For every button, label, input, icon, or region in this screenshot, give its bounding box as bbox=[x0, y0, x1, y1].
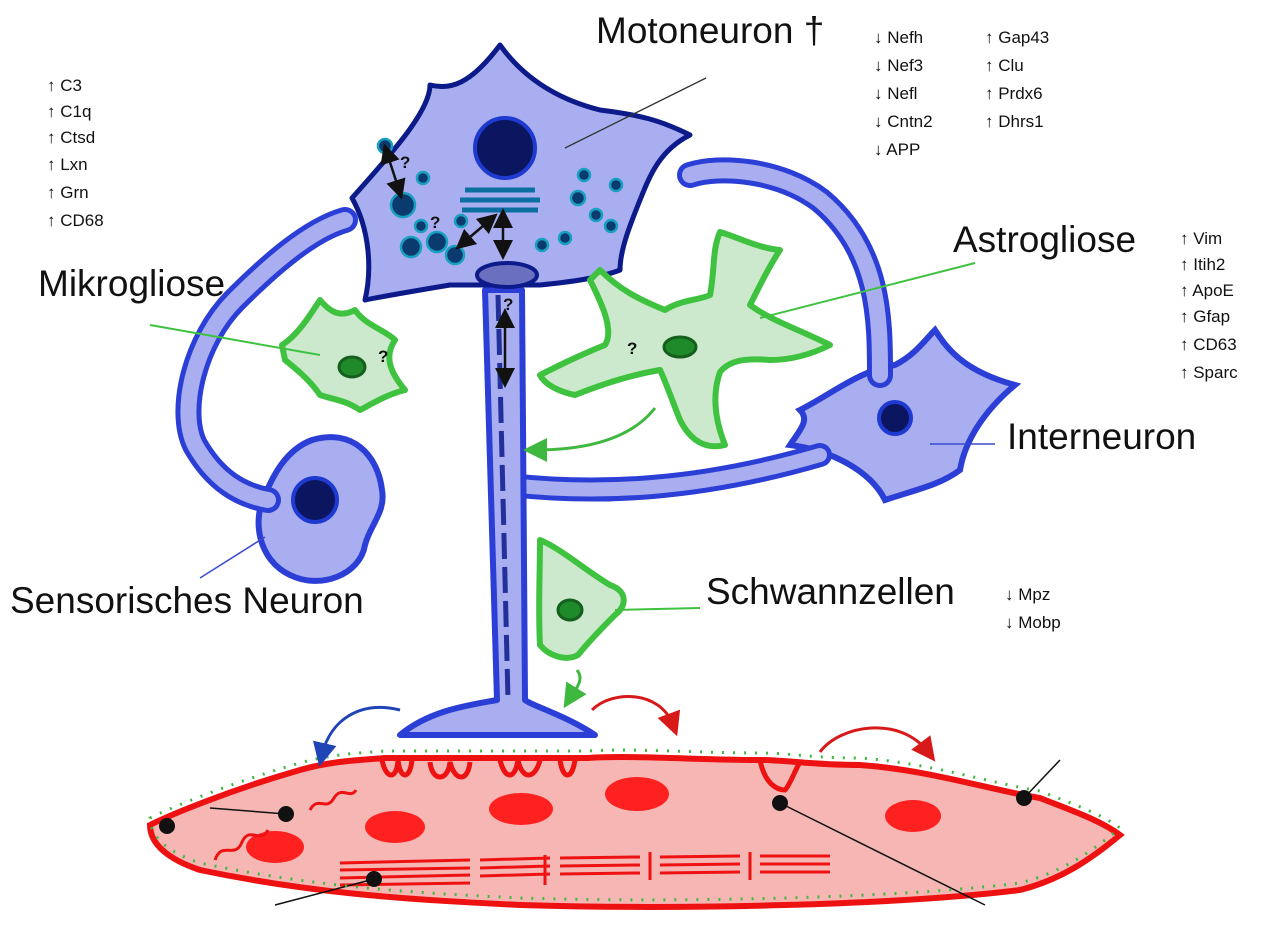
microglia: ? bbox=[282, 300, 405, 410]
motoneuron-down-list: ↓ Nefh ↓ Nef3 ↓ Nefl ↓ Cntn2 ↓ APP bbox=[874, 28, 933, 159]
marker: ↑ ApoE bbox=[1180, 281, 1234, 300]
marker: ↑ C3 bbox=[47, 76, 82, 95]
axon-collateral bbox=[510, 455, 820, 490]
marker: ↑ Ctsd bbox=[47, 128, 95, 147]
motoneuron-nucleus bbox=[475, 118, 535, 178]
question-mark-microglia: ? bbox=[378, 347, 388, 366]
sensory-nucleus bbox=[293, 478, 337, 522]
marker: ↑ Gap43 bbox=[985, 28, 1049, 47]
motoneuron-up-list: ↑ Gap43 ↑ Clu ↑ Prdx6 ↑ Dhrs1 bbox=[985, 28, 1049, 131]
label-mikrogliose: Mikrogliose bbox=[38, 263, 225, 304]
label-motoneuron: Motoneuron † bbox=[596, 10, 824, 51]
marker: ↓ Nefh bbox=[874, 28, 923, 47]
label-schwannzellen: Schwannzellen bbox=[706, 571, 955, 612]
marker: ↓ Nefl bbox=[874, 84, 917, 103]
marker: ↓ Mpz bbox=[1005, 585, 1050, 604]
muscle-fiber bbox=[150, 750, 1120, 907]
marker: ↓ Nef3 bbox=[874, 56, 923, 75]
label-sensory-neuron: Sensorisches Neuron bbox=[10, 580, 364, 621]
marker: ↓ APP bbox=[874, 140, 920, 159]
marker: ↑ Sparc bbox=[1180, 363, 1238, 382]
marker: ↑ Grn bbox=[47, 183, 89, 202]
marker: ↑ Clu bbox=[985, 56, 1024, 75]
marker: ↑ CD63 bbox=[1180, 335, 1237, 354]
marker: ↑ Dhrs1 bbox=[985, 112, 1044, 131]
schwann-marker-list: ↓ Mpz ↓ Mobp bbox=[1005, 585, 1061, 632]
label-astrogliose: Astrogliose bbox=[953, 219, 1136, 260]
marker: ↑ Itih2 bbox=[1180, 255, 1225, 274]
marker: ↓ Mobp bbox=[1005, 613, 1061, 632]
astro-marker-list: ↑ Vim ↑ Itih2 ↑ ApoE ↑ Gfap ↑ CD63 ↑ Spa… bbox=[1180, 229, 1238, 382]
axon-hillock-vesicle bbox=[477, 263, 537, 287]
marker: ↑ Vim bbox=[1180, 229, 1222, 248]
marker: ↑ Prdx6 bbox=[985, 84, 1043, 103]
marker: ↑ C1q bbox=[47, 102, 91, 121]
question-mark-astrocyte: ? bbox=[627, 339, 637, 358]
question-mark-1: ? bbox=[400, 153, 410, 172]
interneuron-nucleus bbox=[879, 402, 911, 434]
marker: ↑ Gfap bbox=[1180, 307, 1230, 326]
microglia-marker-list: ↑ C3 ↑ C1q ↑ Ctsd ↑ Lxn ↑ Grn ↑ CD68 bbox=[47, 76, 104, 230]
question-mark-3: ? bbox=[503, 295, 513, 314]
label-interneuron: Interneuron bbox=[1007, 416, 1196, 457]
marker: ↑ Lxn bbox=[47, 155, 88, 174]
marker: ↑ CD68 bbox=[47, 211, 104, 230]
marker: ↓ Cntn2 bbox=[874, 112, 933, 131]
schwann-cell bbox=[539, 540, 624, 698]
question-mark-2: ? bbox=[430, 213, 440, 232]
